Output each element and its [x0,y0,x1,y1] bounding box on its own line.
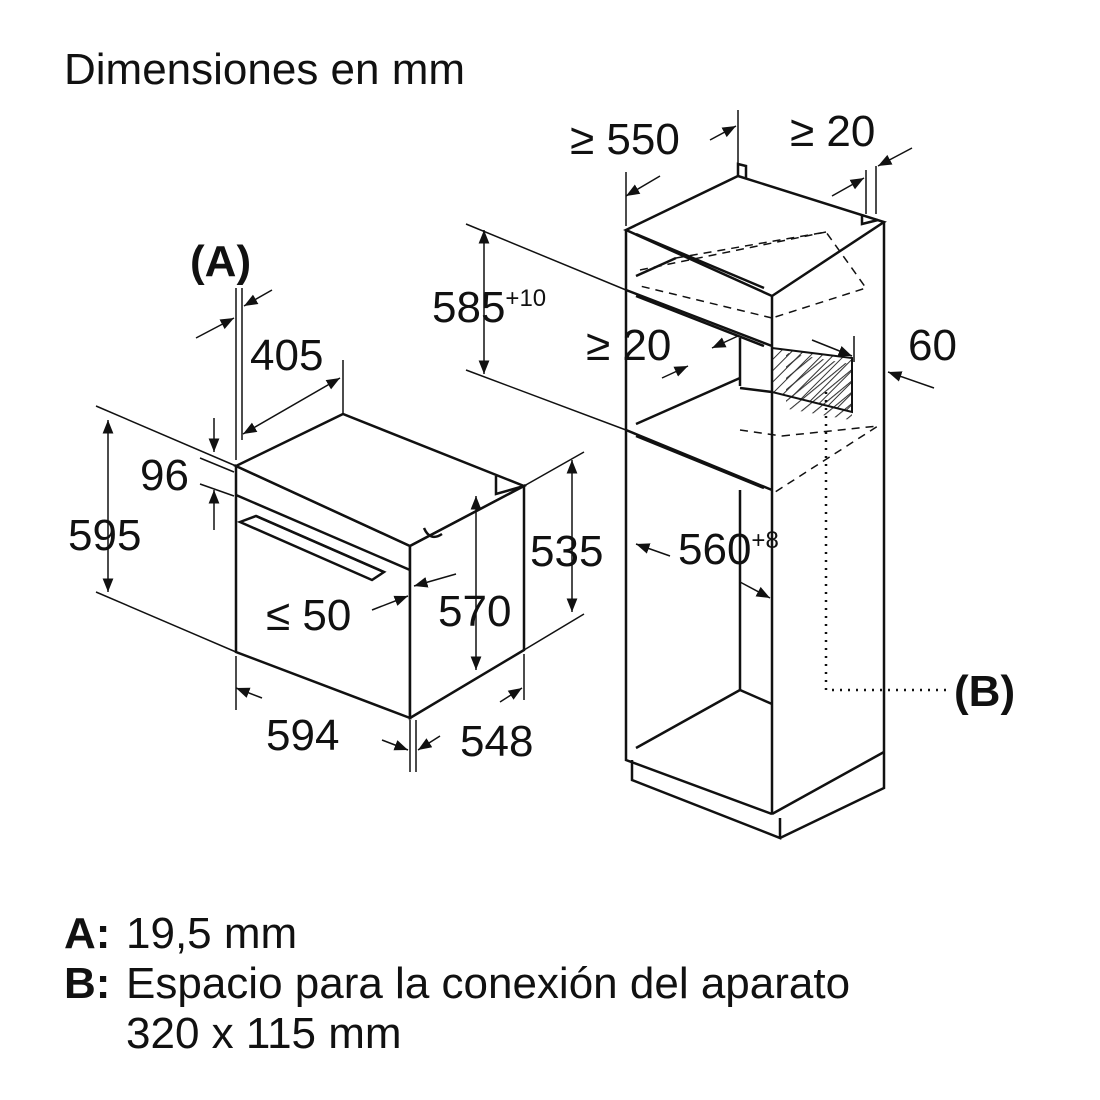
oven-drawing [233,412,527,721]
cabinet-dashed-lines [639,231,879,495]
dim-535: 535 [530,527,603,576]
label-a: (A) [190,237,251,286]
connection-space [771,346,853,414]
label-b: (B) [954,667,1015,716]
cabinet-drawing [623,162,887,840]
legend-text-b-size: 320 x 115 mm [126,1009,402,1058]
dim-594: 594 [266,711,339,760]
legend-key-b: B: [64,959,111,1008]
dim-560: 560+8 [678,525,779,574]
oven-dimension-lines [95,288,585,772]
legend-key-a: A: [64,909,111,958]
legend-row-a: A: 19,5 mm [64,912,297,956]
dim-96: 96 [140,451,189,500]
dim-max-50: ≤ 50 [266,591,351,640]
dim-min-20-top: ≥ 20 [790,107,875,156]
legend-text-a: 19,5 mm [126,909,298,958]
dim-min-550: ≥ 550 [570,115,680,164]
cabinet-dimension-lines [465,110,935,599]
b-leader-line [824,392,946,692]
legend-text-b: Espacio para la conexión del aparato [126,959,851,1008]
legend-row-b-size: 320 x 115 mm [64,1012,402,1056]
dim-548: 548 [460,717,533,766]
dim-min-20-mid: ≥ 20 [586,321,671,370]
dim-405: 405 [250,331,323,380]
legend-row-b: B: Espacio para la conexión del aparato [64,962,850,1006]
dim-585: 585+10 [432,283,546,332]
dim-60: 60 [908,321,957,370]
page-title: Dimensiones en mm [64,45,466,94]
dim-595: 595 [68,511,141,560]
dim-570: 570 [438,587,511,636]
